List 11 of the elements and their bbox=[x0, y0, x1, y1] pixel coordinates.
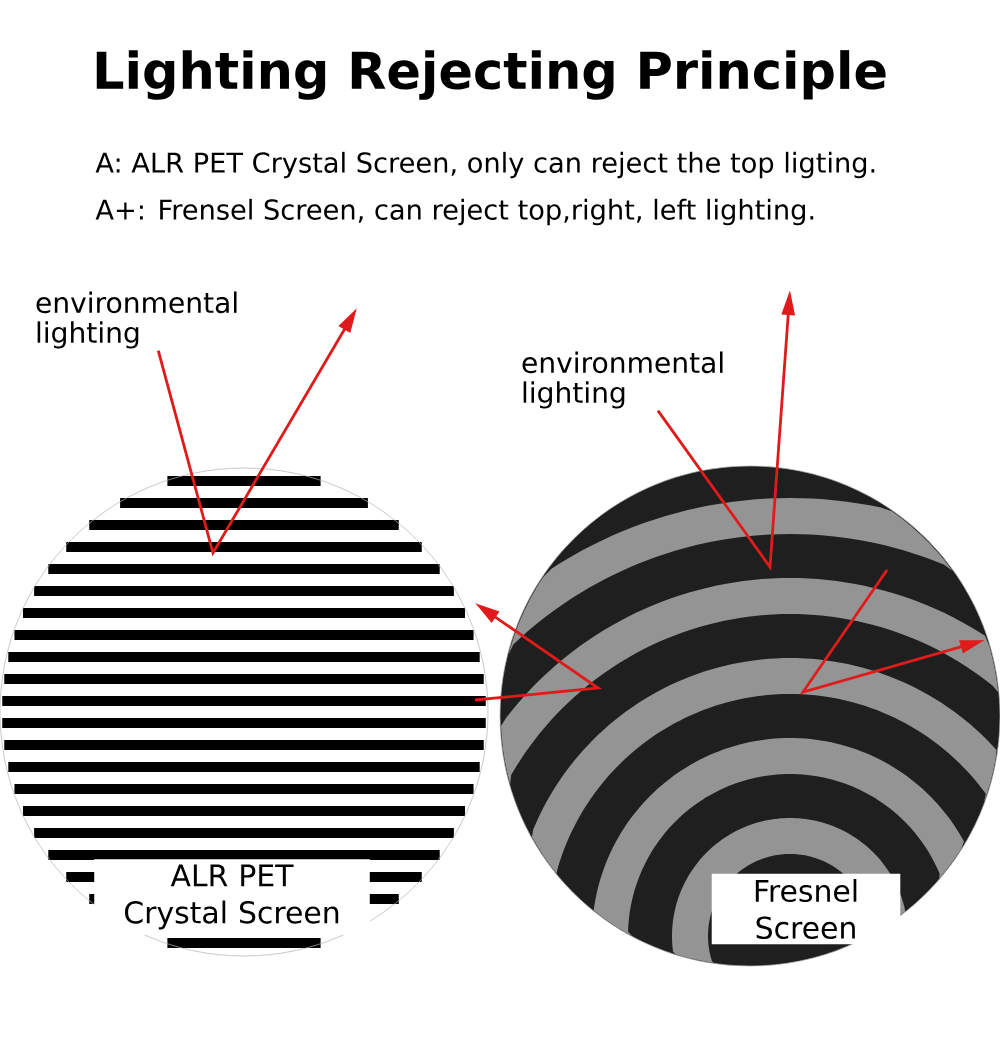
caption-box: ALR PET Crystal Screen bbox=[94, 859, 370, 935]
caption-box: Fresnel Screen bbox=[711, 873, 901, 945]
lighting-label: environmental lighting bbox=[36, 291, 237, 349]
screen-drawing bbox=[0, 467, 489, 957]
screen-drawing bbox=[499, 465, 1000, 967]
title: Lighting Rejecting Principle bbox=[96, 50, 886, 100]
lighting-label: environmental lighting bbox=[522, 351, 723, 409]
node-label: Fresnel Screen bbox=[755, 878, 857, 940]
note-text: A+: Frensel Screen, can reject top,right, left lighting. bbox=[95, 198, 814, 226]
node-label: ALR PET Crystal Screen bbox=[125, 864, 339, 930]
note-text: A: ALR PET Crystal Screen, only can reject the top ligting. bbox=[95, 151, 875, 179]
